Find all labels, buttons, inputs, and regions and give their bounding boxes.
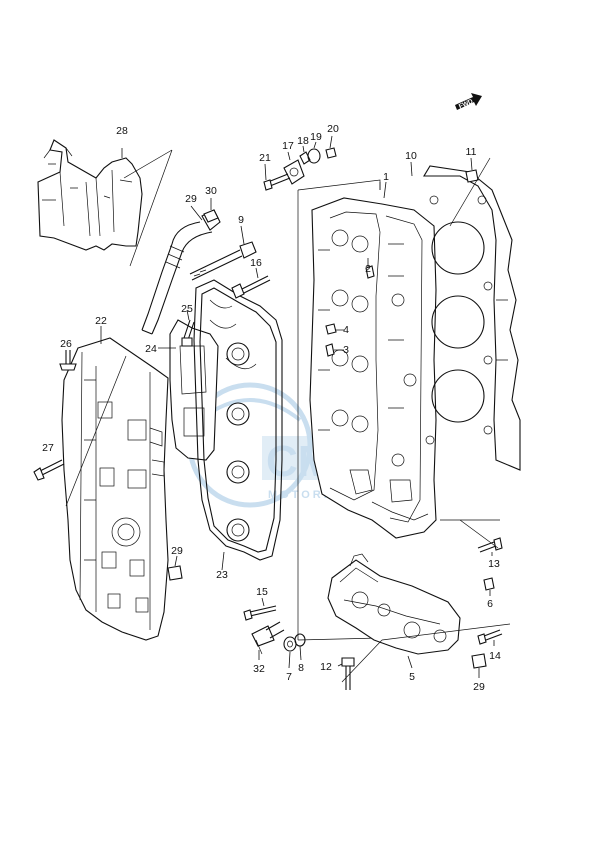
callout-6: 6 bbox=[487, 598, 493, 610]
callout-8: 8 bbox=[298, 662, 304, 674]
callout-9: 9 bbox=[238, 214, 244, 226]
callout-16: 16 bbox=[250, 257, 262, 269]
callout-13: 13 bbox=[488, 558, 500, 570]
plug-4 bbox=[325, 323, 337, 335]
callout-10: 10 bbox=[405, 150, 417, 162]
bolt-25 bbox=[181, 319, 195, 347]
callout-28: 28 bbox=[116, 125, 128, 137]
callout-30: 29 bbox=[185, 193, 197, 205]
gasket-plate bbox=[169, 319, 219, 461]
callout-23: 23 bbox=[216, 569, 228, 581]
bolt-15 bbox=[243, 605, 277, 621]
callout-25: 25 bbox=[181, 303, 193, 315]
callout-24: 24 bbox=[145, 343, 157, 355]
plug-29-left bbox=[167, 565, 183, 581]
callout-19: 19 bbox=[310, 131, 322, 143]
callout-27: 27 bbox=[42, 442, 54, 454]
o-ring-19 bbox=[307, 148, 321, 164]
callout-1: 1 bbox=[383, 171, 389, 183]
bolt-26 bbox=[59, 350, 77, 371]
bolt-12 bbox=[341, 657, 355, 690]
bolt-20 bbox=[325, 147, 337, 159]
hose-clamp bbox=[203, 209, 219, 223]
cylinder-head-cover bbox=[61, 337, 169, 641]
thermostat-housing-17 bbox=[283, 159, 305, 185]
bolt-16 bbox=[231, 275, 271, 299]
callout-21: 21 bbox=[259, 152, 271, 164]
head-cover-gasket bbox=[193, 279, 283, 561]
bolt-21 bbox=[263, 173, 291, 191]
callout-22: 22 bbox=[95, 315, 107, 327]
plug-29-right bbox=[471, 653, 487, 669]
head-gasket bbox=[423, 165, 521, 471]
callout-32: 32 bbox=[253, 663, 265, 675]
bolt-13 bbox=[477, 537, 503, 553]
callout-labels: 28 22 26 27 29 29 30 9 16 25 24 23 21 17… bbox=[42, 123, 501, 693]
callout-29-left: 29 bbox=[171, 545, 183, 557]
callout-18: 18 bbox=[297, 135, 309, 147]
callout-12: 12 bbox=[320, 661, 332, 673]
fwd-label: FWD bbox=[458, 98, 475, 111]
callout-15: 15 bbox=[256, 586, 268, 598]
callout-4: 4 bbox=[343, 324, 349, 336]
callout-11: 11 bbox=[466, 146, 477, 158]
callout-29-right: 29 bbox=[473, 681, 485, 693]
dowel-pin-2 bbox=[365, 265, 375, 279]
fwd-arrow-icon: FWD bbox=[455, 93, 482, 110]
callout-26: 26 bbox=[60, 338, 72, 350]
washer-7 bbox=[283, 636, 297, 652]
callout-7: 7 bbox=[286, 671, 292, 683]
callout-5: 5 bbox=[409, 671, 415, 683]
exhaust-cover bbox=[327, 553, 461, 655]
callout-2: 2 bbox=[365, 263, 371, 275]
callout-20: 20 bbox=[327, 123, 339, 135]
callout-17: 17 bbox=[282, 140, 294, 152]
bolt-14 bbox=[477, 629, 503, 645]
sensor-32 bbox=[251, 621, 285, 655]
bolt-9 bbox=[189, 241, 257, 281]
dowel-11 bbox=[465, 169, 479, 183]
bolt-27 bbox=[33, 459, 65, 481]
callout-31: 30 bbox=[205, 185, 217, 197]
thermostat-18 bbox=[299, 151, 311, 165]
dowel-pin-3 bbox=[325, 343, 335, 357]
heat-shield-cover bbox=[37, 139, 143, 251]
cylinder-head bbox=[309, 197, 437, 539]
callout-14: 14 bbox=[489, 650, 501, 662]
dowel-6 bbox=[483, 577, 495, 591]
callout-3: 3 bbox=[343, 344, 349, 356]
